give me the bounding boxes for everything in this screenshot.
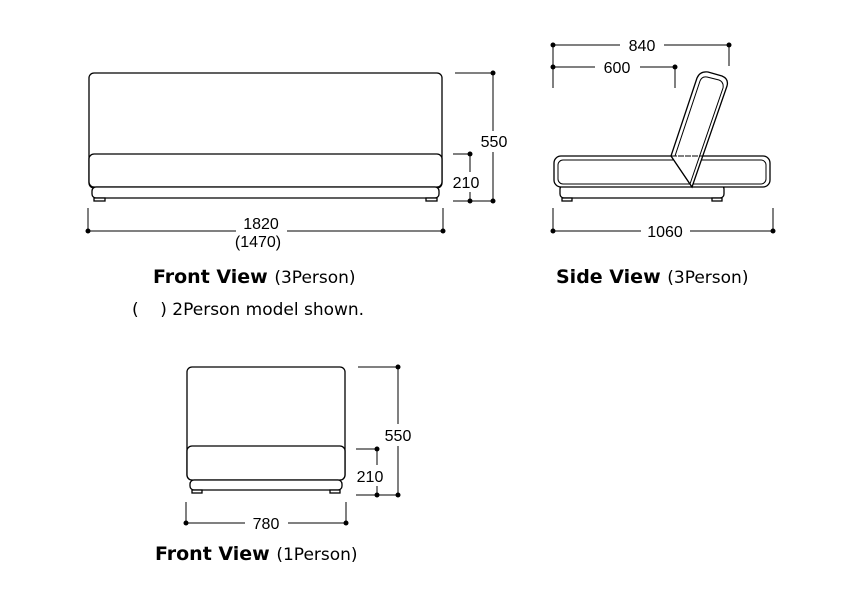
height-label: 550 xyxy=(481,134,508,151)
seat-height-dimension: 210 xyxy=(356,446,384,498)
width-label: 1820 xyxy=(243,216,279,233)
width-alt-label: (1470) xyxy=(235,234,281,251)
width-dimension: 780 xyxy=(183,502,349,533)
back-depth-label: 840 xyxy=(629,38,656,55)
seat-height-label: 210 xyxy=(357,469,384,486)
back-depth-dimension: 840 xyxy=(550,38,732,88)
view-title: Front View (1Person) xyxy=(155,543,358,565)
seat-depth-dimension: 600 xyxy=(550,60,678,88)
side-view-3person: 840 600 1060 Side View (3Person) xyxy=(550,38,776,288)
front-view-3person: 550 210 1820 (1470) Front View (3Person)… xyxy=(85,70,508,320)
view-title: Front View (3Person) xyxy=(153,266,356,288)
width-dimension: 1820 (1470) xyxy=(85,208,446,251)
depth-label: 1060 xyxy=(647,224,683,241)
model-note: ( ) 2Person model shown. xyxy=(132,300,364,320)
seat-height-label: 210 xyxy=(453,175,480,192)
height-dimension: 550 xyxy=(356,364,412,498)
height-label: 550 xyxy=(385,428,412,445)
seat-depth-label: 600 xyxy=(604,60,631,77)
height-dimension: 550 xyxy=(453,70,508,204)
depth-dimension: 1060 xyxy=(550,208,776,241)
view-title: Side View (3Person) xyxy=(556,266,748,288)
sofa-front-1p-drawing xyxy=(186,366,346,494)
width-label: 780 xyxy=(253,516,280,533)
front-view-1person: 550 210 780 Front View (1Person) xyxy=(155,364,412,565)
seat-height-dimension: 210 xyxy=(453,151,480,204)
sofa-side-drawing xyxy=(553,71,771,202)
sofa-front-3p-drawing xyxy=(88,72,443,202)
